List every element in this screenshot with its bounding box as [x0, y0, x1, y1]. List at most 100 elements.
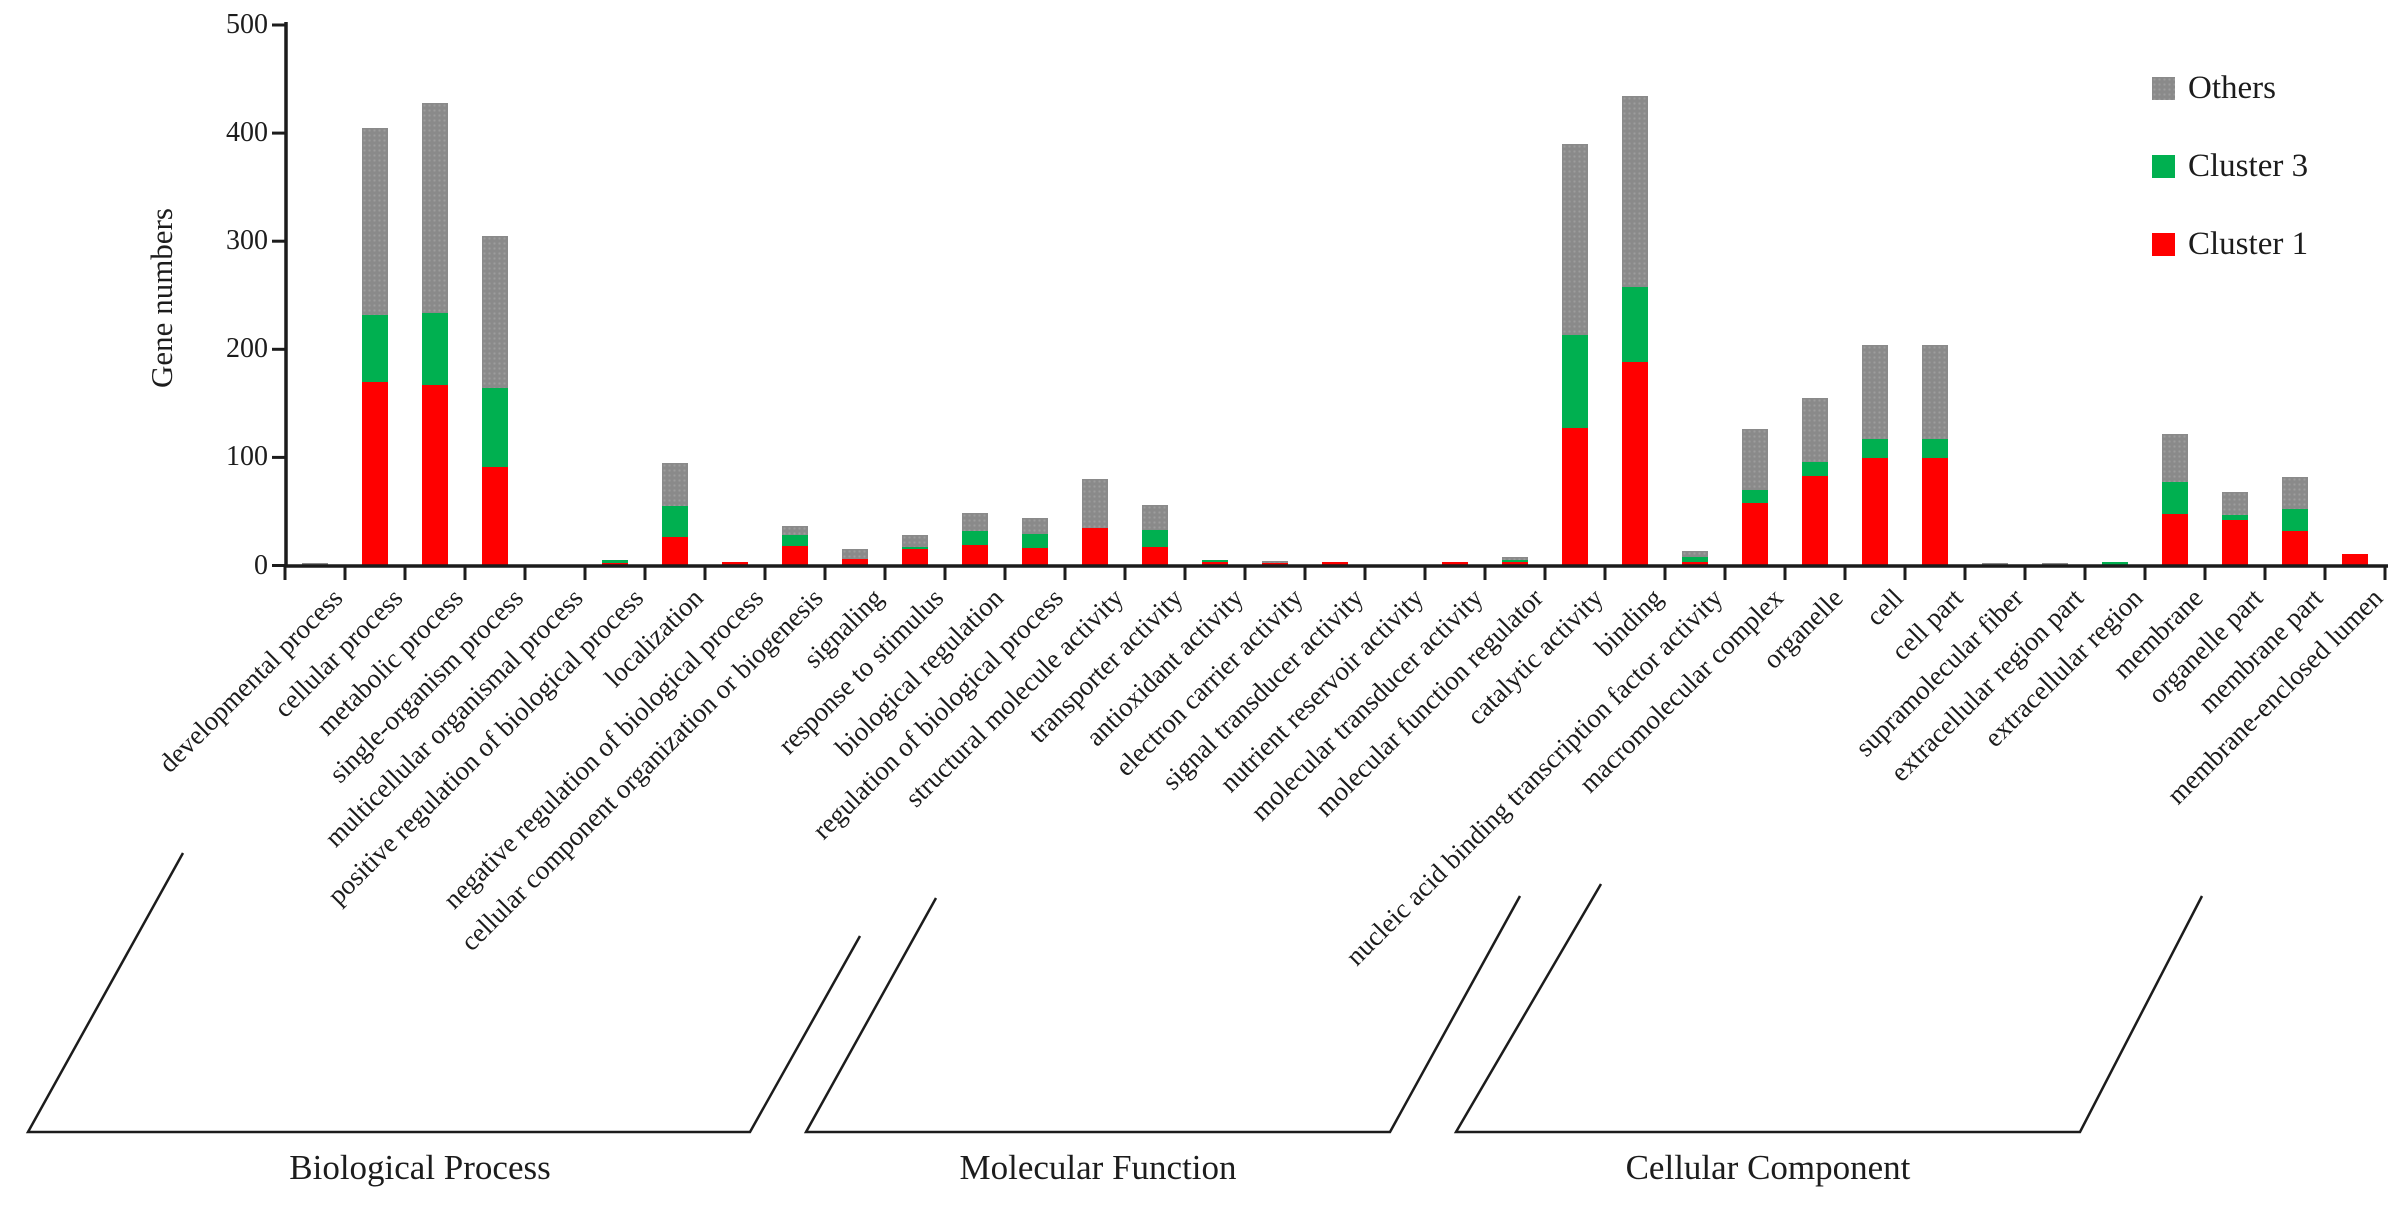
legend-label-cluster-1: Cluster 1 — [2188, 226, 2309, 262]
bar-segment-others — [362, 127, 388, 315]
y-tick-label: 400 — [226, 117, 268, 149]
bar-segment-others — [302, 563, 328, 566]
legend-item-cluster-1: Cluster 1 — [2152, 228, 2308, 261]
bar-segment-cluster-3 — [2282, 509, 2308, 531]
bar-segment-cluster-1 — [602, 563, 628, 566]
bar-segment-cluster-1 — [1622, 362, 1648, 566]
bar-segment-others — [2162, 433, 2188, 483]
bar-segment-others — [1862, 344, 1888, 440]
bar-segment-cluster-1 — [1142, 547, 1168, 566]
bar-segment-cluster-3 — [662, 506, 688, 538]
bar-segment-cluster-1 — [2282, 530, 2308, 566]
legend-swatch-cluster-3-icon — [2152, 155, 2175, 178]
y-axis-title: Gene numbers — [144, 208, 179, 388]
bar-segment-cluster-1 — [662, 537, 688, 566]
legend-swatch-others-icon — [2152, 77, 2175, 100]
bar-segment-others — [962, 512, 988, 531]
group-bracket — [803, 895, 1522, 1134]
bar-segment-cluster-1 — [1922, 458, 1948, 566]
bar-segment-cluster-3 — [1862, 439, 1888, 459]
bar-segment-cluster-1 — [1322, 562, 1348, 566]
bar-segment-cluster-1 — [782, 546, 808, 566]
bar-segment-others — [1922, 344, 1948, 440]
bar-segment-cluster-1 — [2162, 513, 2188, 566]
bar-segment-others — [2042, 563, 2068, 566]
bar-segment-others — [1022, 517, 1048, 535]
bar-segment-cluster-3 — [602, 560, 628, 564]
bar-segment-cluster-1 — [1502, 562, 1528, 566]
group-label: Molecular Function — [959, 1148, 1237, 1187]
bar-segment-cluster-3 — [1802, 461, 1828, 476]
bar-segment-cluster-3 — [1922, 439, 1948, 459]
bar-segment-cluster-1 — [2222, 520, 2248, 566]
bar-segment-cluster-3 — [1562, 335, 1588, 429]
x-category-label: cell — [1860, 582, 1909, 632]
bar-segment-cluster-3 — [2162, 482, 2188, 514]
bar-segment-cluster-1 — [1682, 562, 1708, 566]
bar-segment-cluster-1 — [422, 384, 448, 566]
bar-segment-cluster-3 — [2222, 514, 2248, 521]
y-tick-label: 300 — [226, 225, 268, 257]
bar-segment-cluster-1 — [842, 559, 868, 566]
bar-segment-others — [1682, 551, 1708, 557]
bar-segment-others — [1982, 563, 2008, 566]
bar-segment-cluster-3 — [1202, 560, 1228, 563]
bar-segment-cluster-1 — [962, 544, 988, 566]
bar-segment-cluster-3 — [2102, 562, 2128, 566]
group-label: Biological Process — [289, 1148, 551, 1187]
bar-segment-others — [1082, 479, 1108, 528]
bar-segment-others — [2282, 476, 2308, 510]
bar-segment-cluster-1 — [1862, 458, 1888, 566]
bar-segment-cluster-3 — [1142, 529, 1168, 548]
bar-segment-others — [422, 102, 448, 313]
legend-label-cluster-3: Cluster 3 — [2188, 148, 2309, 184]
bar-segment-cluster-1 — [1082, 527, 1108, 566]
bar-segment-others — [1142, 504, 1168, 530]
bar-segment-cluster-3 — [1502, 560, 1528, 563]
bar-segment-cluster-3 — [482, 388, 508, 468]
bar-segment-cluster-3 — [1022, 534, 1048, 549]
bar-segment-cluster-1 — [2342, 553, 2368, 566]
legend-label-others: Others — [2188, 70, 2276, 106]
group-label: Cellular Component — [1625, 1148, 1911, 1187]
bar-segment-others — [482, 235, 508, 389]
bar-segment-cluster-3 — [422, 312, 448, 385]
bar-segment-cluster-1 — [1562, 428, 1588, 566]
bar-segment-others — [1622, 96, 1648, 287]
bar-segment-cluster-1 — [722, 562, 748, 566]
y-tick-label: 0 — [254, 549, 268, 581]
bar-segment-others — [662, 462, 688, 507]
legend-item-others: Others — [2152, 72, 2308, 105]
bar-segment-cluster-1 — [482, 467, 508, 566]
group-bracket — [1453, 883, 2204, 1134]
y-tick-label: 500 — [226, 9, 268, 40]
legend-item-cluster-3: Cluster 3 — [2152, 150, 2308, 183]
bar-segment-cluster-1 — [1202, 562, 1228, 566]
bar-segment-others — [2222, 491, 2248, 515]
bar-segment-others — [1562, 143, 1588, 336]
legend: Others Cluster 3 Cluster 1 — [2152, 72, 2308, 306]
bar-segment-cluster-1 — [1802, 475, 1828, 566]
bar-segment-others — [1502, 556, 1528, 561]
bar-segment-cluster-1 — [1742, 502, 1768, 566]
bar-segment-cluster-1 — [1442, 562, 1468, 566]
bar-segment-cluster-1 — [1262, 563, 1288, 566]
bar-segment-cluster-1 — [362, 381, 388, 566]
bar-segment-cluster-3 — [1682, 556, 1708, 563]
bar-segment-cluster-1 — [1022, 548, 1048, 566]
bar-segment-cluster-3 — [962, 530, 988, 545]
y-tick-label: 100 — [226, 441, 268, 473]
bar-segment-cluster-3 — [782, 535, 808, 547]
bar-segment-cluster-3 — [362, 314, 388, 382]
bar-segment-cluster-3 — [902, 547, 928, 550]
y-tick-label: 200 — [226, 333, 268, 365]
bar-segment-cluster-3 — [1742, 489, 1768, 503]
bar-segment-others — [842, 549, 868, 559]
bar-segment-cluster-3 — [1622, 286, 1648, 363]
bar-segment-others — [1742, 429, 1768, 490]
bar-segment-others — [782, 525, 808, 536]
bar-segment-cluster-1 — [902, 549, 928, 566]
legend-swatch-cluster-1-icon — [2152, 233, 2175, 256]
